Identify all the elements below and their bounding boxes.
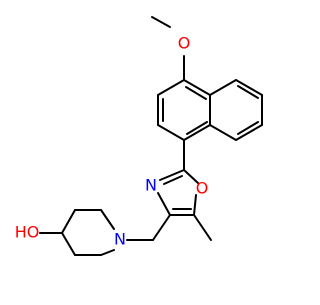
bond-c4a-c4 [183,79,211,96]
bond-c1-c8a-inner [186,121,208,135]
structure-svg: O O N N HO [15,16,263,256]
bond-c5-methyl [193,214,212,241]
bond-c3-c4 [61,209,76,234]
methoxy-oxygen-label: O [178,34,191,53]
bond-c2-n3-inner [163,175,183,185]
bond-c6-n [100,249,115,256]
bond-methyl-o [151,16,171,28]
bond-n-c2 [100,209,115,230]
bond-c1-c8a [183,124,211,141]
bond-o1-c5 [193,194,197,216]
bond-c7-c8-inner [237,121,259,135]
oxazole-nitrogen-label: N [145,176,157,195]
bond-c5-c6 [235,79,263,96]
piperidine-nitrogen-label: N [114,230,126,249]
bond-c4a-c5 [209,79,237,96]
bond-c4-ch2 [152,214,171,241]
bond-c2-n3 [159,169,185,181]
bond-c4-n3 [157,192,171,216]
bond-c2-o1 [183,169,199,184]
hydroxyl-label: HO [15,223,40,242]
bond-c7-c8 [235,124,263,141]
molecule-diagram: O O N N HO [15,16,263,256]
bond-c8-c8a [209,124,237,141]
oxazole-oxygen-label: O [196,179,209,198]
bond-c4a-c4-inner [185,86,207,100]
bond-c2-c1 [157,124,185,141]
bond-c5-c6-inner [237,85,259,99]
bond-c4-c5 [61,232,76,256]
bond-c4-c3 [157,79,185,96]
